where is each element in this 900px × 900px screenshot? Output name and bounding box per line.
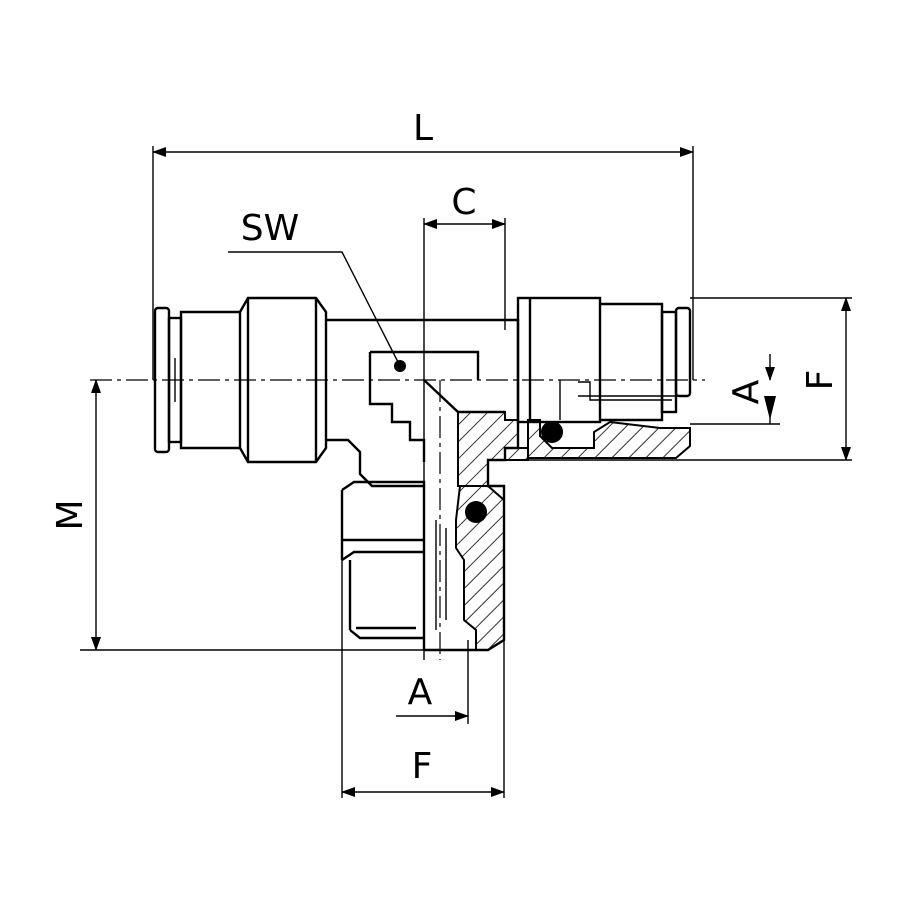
dimension-c-label: C [451, 182, 476, 223]
sw-leader: SW [228, 208, 406, 372]
left-collet [153, 296, 328, 464]
dimension-l: L [152, 108, 694, 380]
dimension-f-bottom: F [341, 560, 505, 798]
dimension-a-bottom: A [396, 640, 469, 724]
dimension-a-right-label: A [726, 379, 767, 404]
bottom-oring [465, 501, 487, 523]
dimension-f-right: F [528, 297, 852, 461]
dimension-m-label: M [50, 499, 91, 530]
sw-label: SW [241, 208, 299, 249]
dimension-a-bottom-label: A [408, 672, 433, 713]
right-section-hatch [527, 419, 691, 459]
dimension-l-label: L [413, 108, 433, 149]
bottom-collet [340, 480, 505, 651]
dimension-f-bottom-label: F [412, 746, 433, 787]
right-collet [516, 296, 692, 459]
dimension-a-right: A [690, 354, 780, 425]
dimension-f-right-label: F [800, 370, 841, 391]
dimension-m: M [50, 379, 470, 651]
right-oring [541, 421, 563, 443]
bottom-section-hatch [455, 485, 505, 651]
